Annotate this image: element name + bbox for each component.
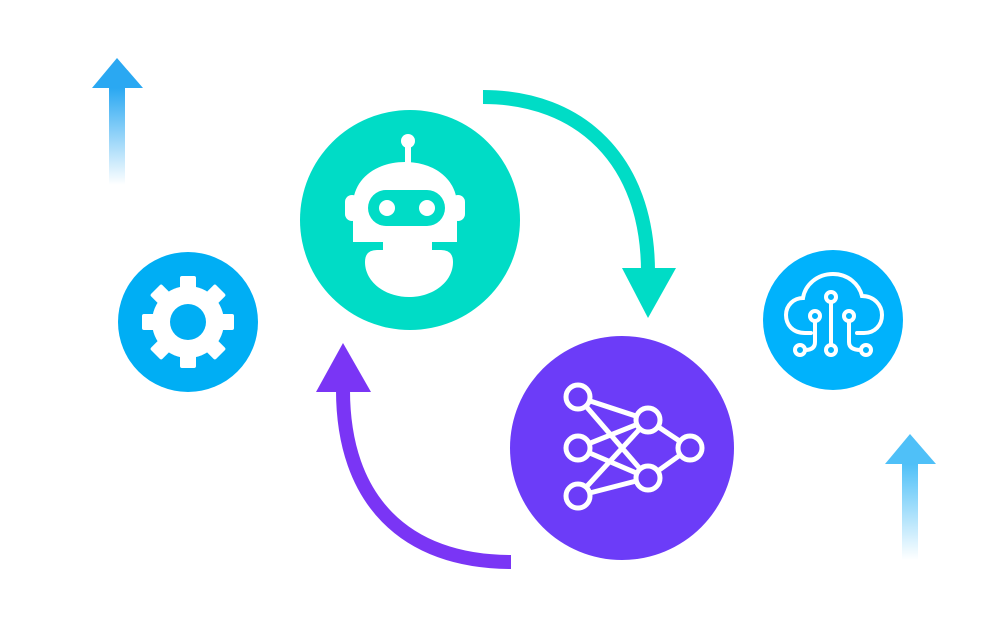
robot-node [300,110,520,330]
neural-network-icon [563,382,705,511]
arrow-robot-to-neural [482,90,676,318]
gear-node [118,252,258,392]
gear-icon [142,276,234,368]
cloud-node [763,250,903,390]
up-arrow-icon [92,58,143,185]
arrow-neural-to-robot [316,343,512,569]
up-arrow-icon [885,434,936,560]
robot-icon [345,134,465,297]
neural-network-node [510,336,734,560]
cloud-circuit-icon [783,271,885,357]
